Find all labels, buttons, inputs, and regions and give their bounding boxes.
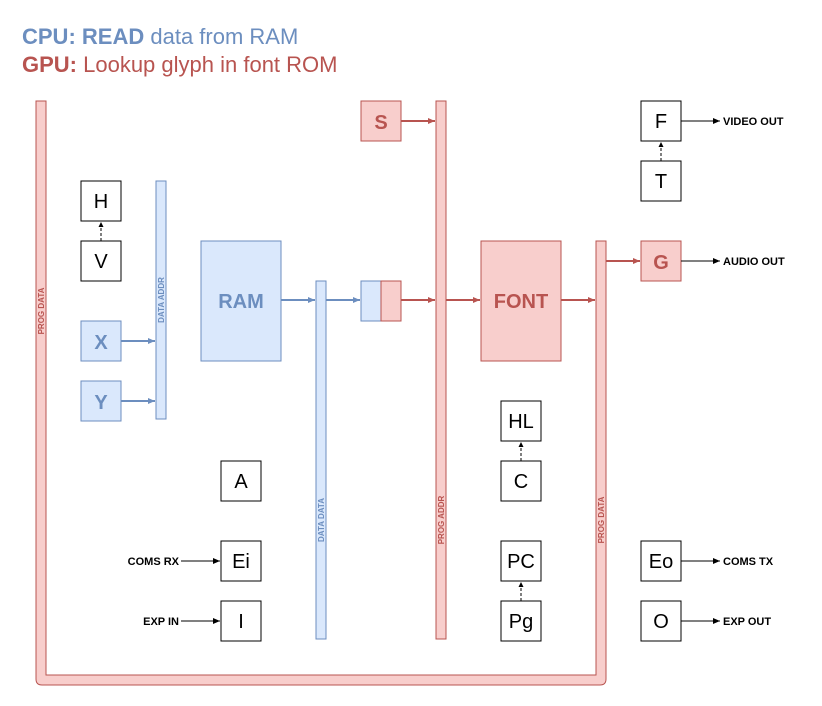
label-v: V bbox=[94, 251, 108, 273]
label-h: H bbox=[94, 191, 108, 213]
title-cpu-prefix: CPU: bbox=[22, 24, 76, 49]
bus-label-prog-data-left: PROG DATA bbox=[37, 287, 46, 334]
label-ram: RAM bbox=[218, 291, 264, 313]
box-x bbox=[80, 320, 122, 362]
box-c bbox=[500, 460, 542, 502]
latch-gpu-half bbox=[380, 280, 402, 322]
io-label-coms-tx: COMS TX bbox=[723, 556, 774, 568]
prog-addr-bus bbox=[435, 100, 447, 640]
title-gpu-rest: Lookup glyph in font ROM bbox=[77, 52, 338, 77]
box-ei bbox=[220, 540, 262, 582]
label-a: A bbox=[234, 471, 248, 493]
box-g bbox=[640, 240, 682, 282]
label-f: F bbox=[655, 111, 667, 133]
title-cpu-verb: READ bbox=[81, 24, 145, 49]
box-v bbox=[80, 240, 122, 282]
title-cpu: CPU: READ data from RAM bbox=[22, 24, 298, 50]
prog-data-loop-bus bbox=[35, 100, 607, 686]
io-label-video-out: VIDEO OUT bbox=[723, 116, 784, 128]
box-pc bbox=[500, 540, 542, 582]
box-h bbox=[80, 180, 122, 222]
label-t: T bbox=[655, 171, 667, 193]
label-s: S bbox=[374, 112, 387, 134]
box-hl bbox=[500, 400, 542, 442]
box-i bbox=[220, 600, 262, 642]
box-ram bbox=[200, 240, 282, 362]
bus-label-prog-addr: PROG ADDR bbox=[437, 495, 446, 544]
label-y: Y bbox=[94, 392, 108, 414]
title-gpu: GPU: Lookup glyph in font ROM bbox=[22, 52, 337, 78]
latch-cpu-half bbox=[360, 280, 382, 322]
label-x: X bbox=[94, 332, 108, 354]
label-font: FONT bbox=[494, 291, 548, 313]
box-a bbox=[220, 460, 262, 502]
box-o bbox=[640, 600, 682, 642]
label-hl: HL bbox=[508, 411, 534, 433]
title-gpu-prefix: GPU: bbox=[22, 52, 77, 77]
bus-label-data-addr: DATA ADDR bbox=[157, 277, 166, 323]
label-g: G bbox=[653, 252, 669, 274]
data-data-bus bbox=[315, 280, 327, 640]
label-pc: PC bbox=[507, 551, 535, 573]
label-o: O bbox=[653, 611, 669, 633]
io-label-coms-rx: COMS RX bbox=[128, 556, 180, 568]
box-s bbox=[360, 100, 402, 142]
box-y bbox=[80, 380, 122, 422]
label-eo: Eo bbox=[649, 551, 673, 573]
io-label-audio-out: AUDIO OUT bbox=[723, 256, 785, 268]
label-pg: Pg bbox=[509, 611, 533, 633]
bus-label-data-data: DATA DATA bbox=[317, 498, 326, 542]
label-ei: Ei bbox=[232, 551, 250, 573]
io-label-exp-out: EXP OUT bbox=[723, 616, 771, 628]
io-label-exp-in: EXP IN bbox=[143, 616, 179, 628]
label-i: I bbox=[238, 611, 244, 633]
title-cpu-rest: data from RAM bbox=[144, 24, 299, 49]
label-c: C bbox=[514, 471, 528, 493]
bus-label-prog-data-right: PROG DATA bbox=[597, 496, 606, 543]
data-addr-bus bbox=[155, 180, 167, 420]
